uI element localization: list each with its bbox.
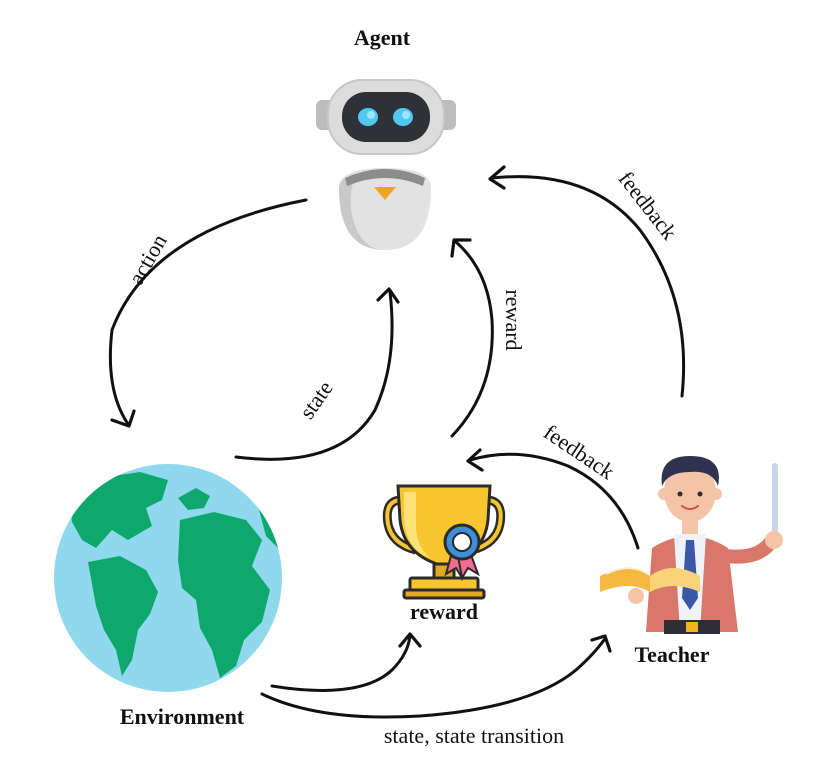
state-transition-arrow — [260, 634, 612, 719]
reward-label: reward — [501, 289, 526, 350]
globe-icon — [54, 464, 282, 692]
teacher-icon — [600, 456, 783, 634]
reward-title: reward — [410, 599, 478, 624]
state-label: state — [294, 376, 338, 423]
environment-title: Environment — [120, 704, 245, 729]
action-arrow — [108, 198, 308, 428]
state-arrow — [234, 287, 400, 461]
robot-icon — [316, 79, 456, 250]
reward-arrow — [450, 238, 494, 438]
trophy-icon — [382, 484, 506, 600]
state-transition-label: state, state transition — [384, 723, 564, 748]
feedback-agent-arrow — [488, 165, 686, 398]
feedback-agent-label: feedback — [614, 166, 683, 244]
feedback-reward-label: feedback — [539, 419, 619, 484]
teacher-title: Teacher — [635, 642, 710, 667]
state-to-reward-arrow — [270, 632, 422, 692]
agent-title: Agent — [354, 25, 411, 50]
feedback-reward-arrow — [466, 448, 640, 550]
